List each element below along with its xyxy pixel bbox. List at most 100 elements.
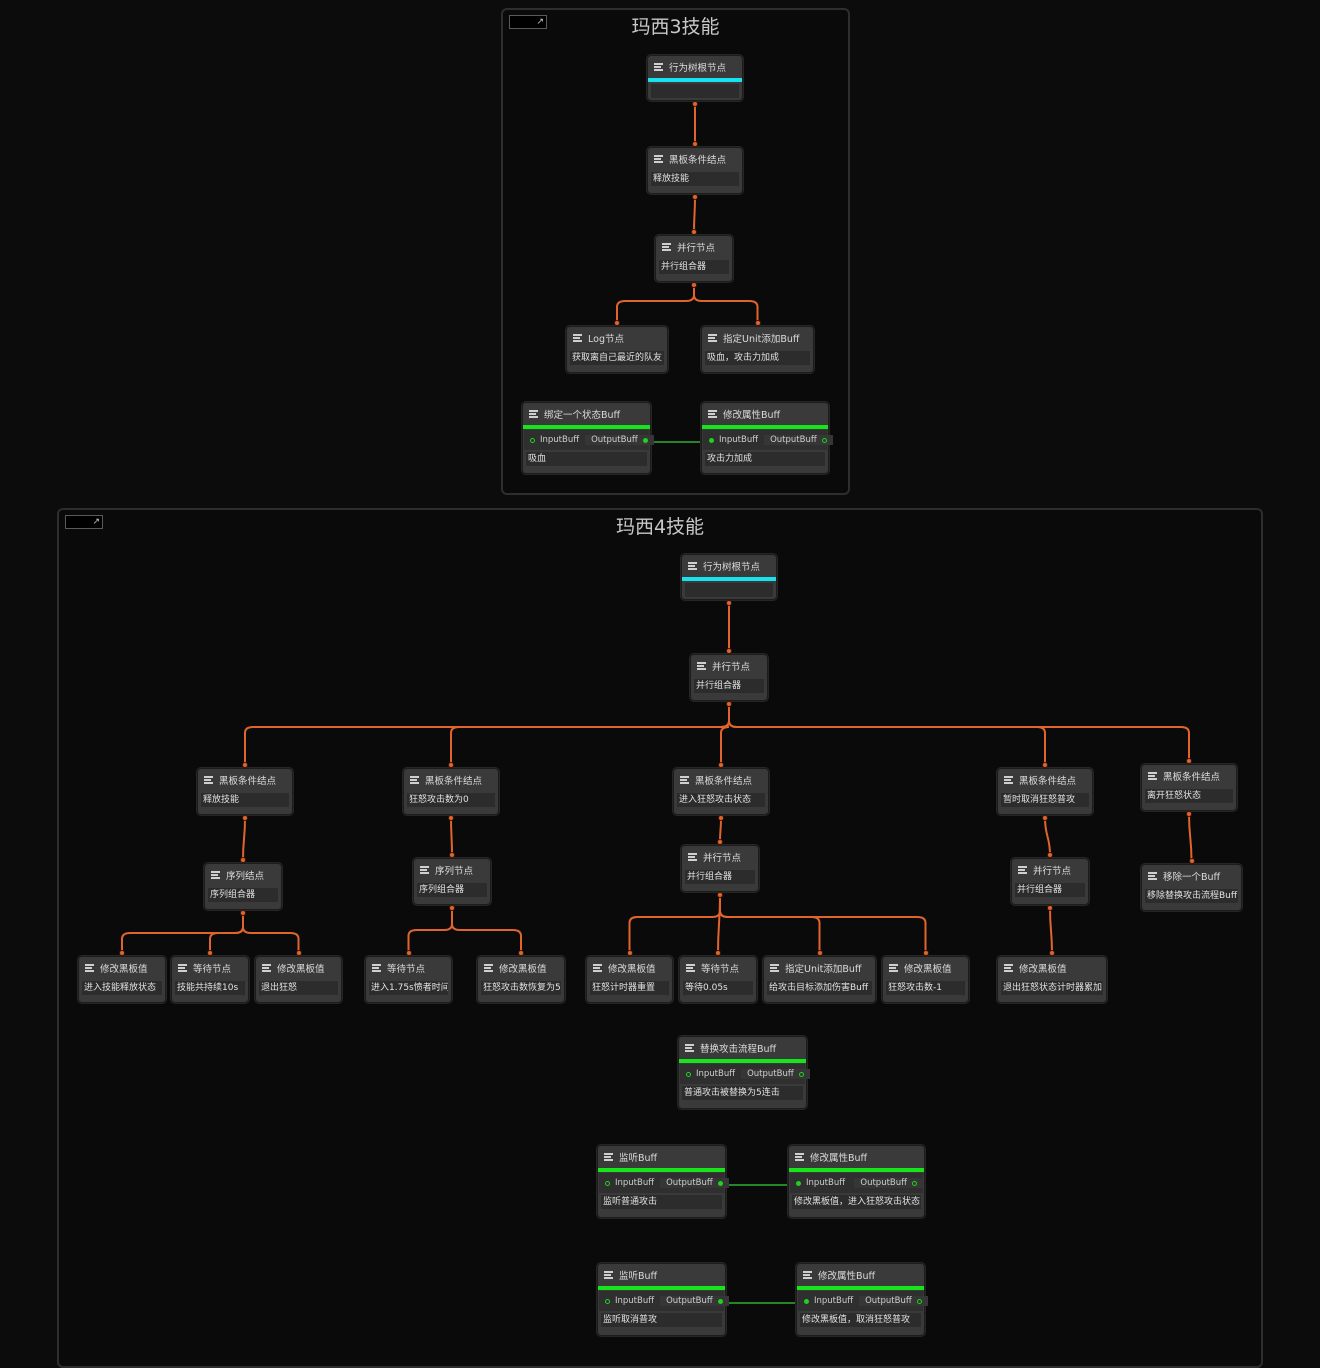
node-value[interactable]: 等待0.05s <box>683 981 753 995</box>
node-value[interactable]: 移除替换攻击流程Buff <box>1145 889 1238 903</box>
input-port-dot[interactable] <box>816 950 823 956</box>
output-port-dot[interactable] <box>692 194 698 200</box>
node-value[interactable]: 狂怒攻击数-1 <box>886 981 965 995</box>
input-port-dot[interactable] <box>718 762 724 768</box>
node-value[interactable]: 进入1.75s愤者时间 <box>369 981 448 995</box>
group-color-picker-icon[interactable]: ↗ <box>509 15 547 29</box>
input-port-dot[interactable] <box>449 852 455 858</box>
input-port-dot[interactable] <box>1188 858 1195 864</box>
output-port-dot[interactable] <box>1186 811 1192 817</box>
input-port-dot[interactable] <box>207 950 213 956</box>
node-value[interactable]: 退出狂怒状态计时器累加 <box>1001 981 1103 995</box>
node-value[interactable]: 获取离自己最近的队友 <box>570 351 664 365</box>
output-pin-icon[interactable] <box>912 1180 917 1186</box>
output-port[interactable]: OutputBuff <box>660 1296 729 1306</box>
node-g4_seq1[interactable]: 序列结点序列组合器 <box>204 863 282 910</box>
input-port[interactable]: InputBuff <box>680 1069 741 1079</box>
input-port-dot[interactable] <box>691 229 697 235</box>
node-value[interactable]: 暂时取消狂怒普攻 <box>1001 793 1089 807</box>
node-value[interactable]: 并行组合器 <box>685 870 755 884</box>
input-port-dot[interactable] <box>1047 852 1053 858</box>
output-port-dot[interactable] <box>448 815 454 821</box>
input-port-dot[interactable] <box>1049 950 1055 956</box>
input-port-dot[interactable] <box>715 950 721 956</box>
node-value[interactable]: 离开狂怒状态 <box>1145 789 1233 803</box>
node-value[interactable]: 普通攻击被替换为5连击 <box>682 1086 803 1100</box>
input-pin-icon[interactable] <box>686 1071 691 1077</box>
node-g4_seq2[interactable]: 序列节点序列组合器 <box>413 858 491 905</box>
node-g4_l1[interactable]: 修改黑板值进入技能释放状态 <box>78 956 166 1003</box>
output-port[interactable]: OutputBuff <box>859 1296 928 1306</box>
input-port[interactable]: InputBuff <box>790 1178 854 1188</box>
output-pin-icon[interactable] <box>642 437 648 443</box>
node-value[interactable]: 释放技能 <box>201 793 289 807</box>
input-pin-icon[interactable] <box>804 1298 809 1304</box>
node-g4_par3[interactable]: 并行节点并行组合器 <box>681 845 759 892</box>
node-g4_l3[interactable]: 修改黑板值退出狂怒 <box>255 956 342 1003</box>
input-port[interactable]: InputBuff <box>703 435 764 445</box>
node-value[interactable]: 进入狂怒攻击状态 <box>677 793 765 807</box>
input-port[interactable]: InputBuff <box>599 1296 660 1306</box>
input-port-dot[interactable] <box>405 950 412 956</box>
node-g4_bb1[interactable]: 黑板条件结点释放技能 <box>197 768 293 815</box>
input-pin-icon[interactable] <box>530 437 535 443</box>
node-value[interactable]: 序列组合器 <box>417 883 487 897</box>
output-port[interactable]: OutputBuff <box>764 435 833 445</box>
node-value[interactable]: 并行组合器 <box>1015 883 1085 897</box>
input-pin-icon[interactable] <box>796 1180 801 1186</box>
node-value[interactable]: 序列组合器 <box>208 888 278 902</box>
node-value[interactable]: 攻击力加成 <box>705 452 825 466</box>
node-value[interactable]: 并行组合器 <box>694 679 764 693</box>
node-value[interactable]: 并行组合器 <box>659 260 729 274</box>
input-port-dot[interactable] <box>726 648 732 654</box>
node-value[interactable]: 监听普通攻击 <box>601 1195 722 1209</box>
input-port-dot[interactable] <box>242 762 248 768</box>
node-g4_l9[interactable]: 修改黑板值狂怒攻击数-1 <box>882 956 969 1003</box>
input-port-dot[interactable] <box>754 320 761 326</box>
node-value[interactable]: 狂怒计时器重置 <box>590 981 669 995</box>
node-g4_bb2[interactable]: 黑板条件结点狂怒攻击数为0 <box>403 768 499 815</box>
input-port-dot[interactable] <box>692 141 698 147</box>
node-g4_l10[interactable]: 修改黑板值退出狂怒状态计时器累加 <box>997 956 1107 1003</box>
group-g4[interactable]: ↗玛西4技能 <box>57 508 1263 1368</box>
output-port-dot[interactable] <box>1047 905 1053 911</box>
group-color-picker-icon[interactable]: ↗ <box>65 515 103 529</box>
output-port-dot[interactable] <box>449 905 455 911</box>
input-pin-icon[interactable] <box>605 1180 610 1186</box>
output-pin-icon[interactable] <box>717 1180 723 1186</box>
output-port-dot[interactable] <box>726 701 732 707</box>
output-port-dot[interactable] <box>692 101 698 107</box>
input-port-dot[interactable] <box>1186 758 1192 764</box>
output-port-dot[interactable] <box>240 910 246 916</box>
node-g4_bb4[interactable]: 黑板条件结点暂时取消狂怒普攻 <box>997 768 1093 815</box>
output-pin-icon[interactable] <box>798 1071 804 1077</box>
node-value[interactable]: 技能共持续10s <box>175 981 245 995</box>
input-port-dot[interactable] <box>518 950 524 956</box>
node-value[interactable]: 监听取消普攻 <box>601 1313 722 1327</box>
node-value[interactable]: 狂怒攻击数为0 <box>407 793 495 807</box>
node-value[interactable]: 吸血，攻击力加成 <box>705 351 810 365</box>
output-port-dot[interactable] <box>242 815 248 821</box>
input-pin-icon[interactable] <box>605 1298 610 1304</box>
node-g4_l6[interactable]: 修改黑板值狂怒计时器重置 <box>586 956 673 1003</box>
node-g3_root[interactable]: 行为树根节点 <box>647 55 743 101</box>
node-value[interactable]: 修改黑板值，进入狂怒攻击状态 <box>792 1195 921 1209</box>
output-pin-icon[interactable] <box>821 437 827 443</box>
input-port-dot[interactable] <box>240 857 246 863</box>
input-port-dot[interactable] <box>448 762 454 768</box>
output-port[interactable]: OutputBuff <box>854 1178 923 1188</box>
node-value[interactable]: 吸血 <box>526 452 647 466</box>
output-port-dot[interactable] <box>691 282 697 288</box>
node-g4_bb3[interactable]: 黑板条件结点进入狂怒攻击状态 <box>673 768 769 815</box>
input-port[interactable]: InputBuff <box>599 1178 660 1188</box>
input-port[interactable]: InputBuff <box>798 1296 859 1306</box>
output-pin-icon[interactable] <box>717 1298 723 1304</box>
